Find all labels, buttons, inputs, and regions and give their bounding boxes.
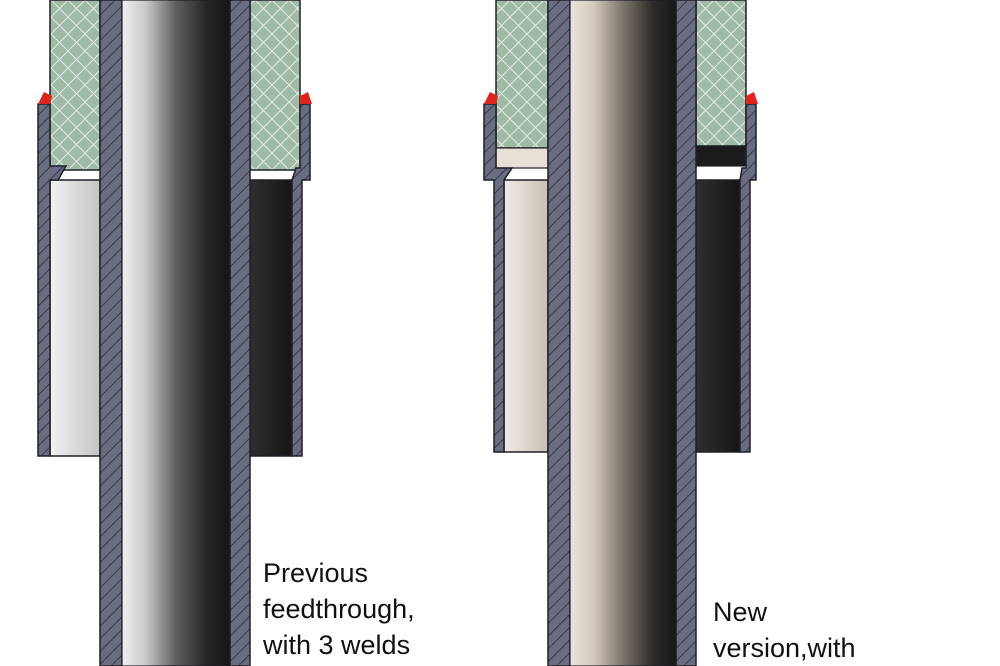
housing-wall-right	[291, 103, 311, 457]
insulator-left-block-new	[495, 0, 549, 149]
weld-right	[300, 92, 312, 104]
housing-wall-left-new	[483, 103, 514, 453]
insulator-left-block	[49, 0, 101, 171]
insulator-right-block	[249, 0, 301, 171]
weld-left-new	[484, 92, 498, 104]
housing-wall-right-new	[739, 103, 757, 453]
caption-new: New version,with	[713, 594, 856, 666]
tube-wall-left	[99, 0, 123, 666]
previous-feedthrough	[37, 0, 312, 666]
spacer-ring-right	[695, 145, 747, 167]
sleeve-dark	[249, 179, 293, 457]
housing-wall-left	[37, 103, 68, 457]
tube-wall-right-new	[675, 0, 697, 666]
caption-previous-line-2: feedthrough,	[263, 594, 415, 624]
caption-new-line-2: version,with	[713, 633, 856, 663]
spacer-ring-left	[495, 147, 549, 169]
caption-previous: Previous feedthrough, with 3 welds	[263, 555, 415, 663]
insulator-right-block-new	[695, 0, 747, 147]
tube-wall-left-new	[547, 0, 571, 666]
central-rod	[121, 0, 231, 666]
sleeve-beige	[503, 179, 549, 453]
tube-wall-right	[229, 0, 251, 666]
caption-previous-line-3: with 3 welds	[263, 630, 411, 660]
new-feedthrough	[483, 0, 758, 666]
sleeve-dark-new	[695, 179, 741, 453]
caption-previous-line-1: Previous	[263, 558, 369, 588]
sleeve-light	[49, 179, 101, 457]
weld-right-new	[746, 92, 758, 104]
caption-new-line-1: New	[713, 597, 768, 627]
weld-left	[38, 92, 52, 104]
central-rod-new	[569, 0, 677, 666]
